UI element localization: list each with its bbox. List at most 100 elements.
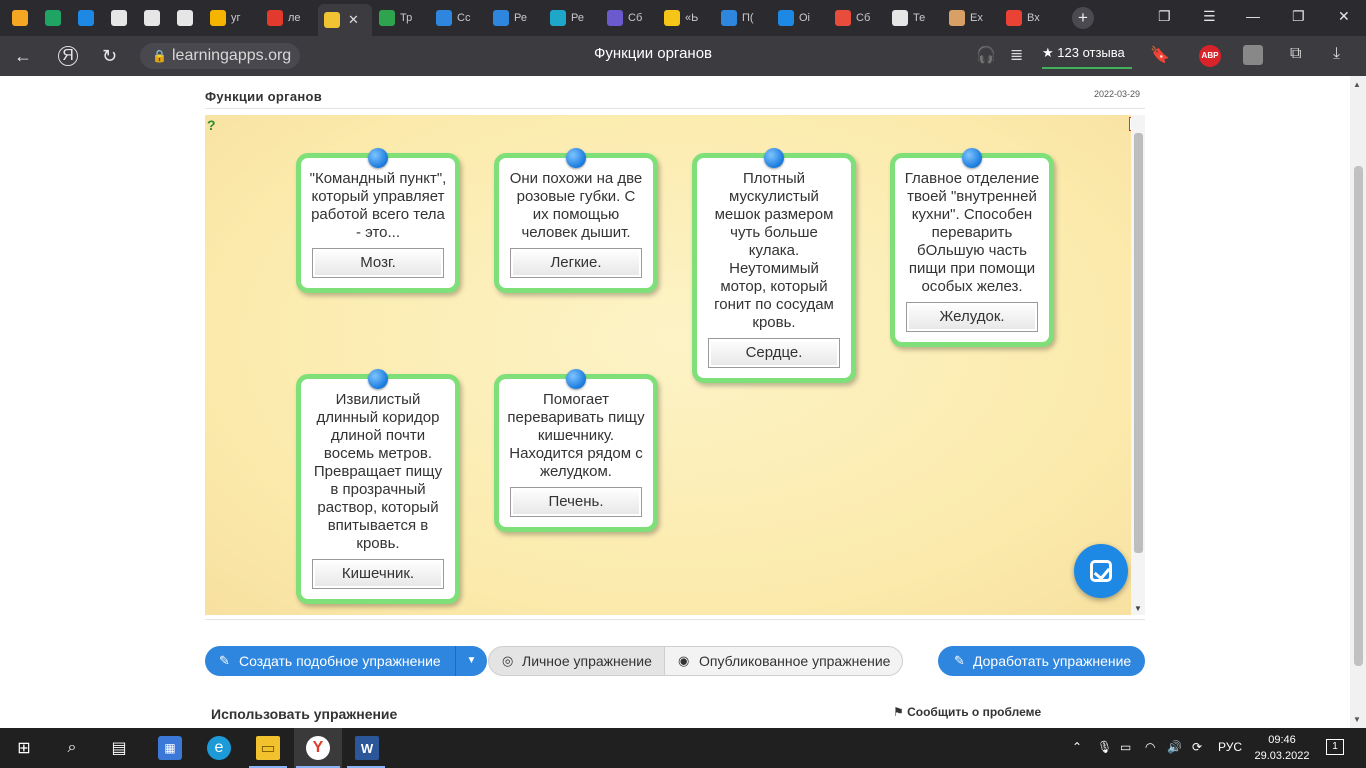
download-icon[interactable]: ⤓ xyxy=(1333,45,1341,62)
page-scrollbar[interactable]: ▲ ▼ xyxy=(1350,76,1366,728)
battery-icon[interactable]: ▭ xyxy=(1120,740,1132,754)
pencil-icon: ✎ xyxy=(954,653,965,668)
browser-tab[interactable]: Сб xyxy=(601,4,657,32)
scroll-down-icon[interactable]: ▼ xyxy=(1353,715,1361,724)
browser-tab[interactable]: Тр xyxy=(373,4,429,32)
reader-mode-icon[interactable]: ≣ xyxy=(1010,47,1024,64)
stage-scroll-thumb[interactable] xyxy=(1134,133,1143,553)
restore-icon[interactable]: ❐ xyxy=(1292,8,1305,24)
create-options-dropdown[interactable]: ▼ xyxy=(455,646,487,676)
file-explorer-icon[interactable]: ▭ xyxy=(256,736,280,760)
stage-scrollbar[interactable]: ▼ xyxy=(1131,115,1145,615)
task-card-heart: Плотный мускулистый мешок размером чуть … xyxy=(692,148,856,383)
check-icon xyxy=(1090,560,1112,582)
task-card-stomach: Главное отделение твоей "внутренней кухн… xyxy=(890,148,1054,347)
word-icon[interactable]: W xyxy=(355,736,379,760)
microphone-icon[interactable]: 🎙 xyxy=(1097,740,1113,754)
pin-icon xyxy=(368,148,388,168)
browser-tab[interactable]: ле xyxy=(261,4,317,32)
url-field[interactable]: 🔒 learningapps.org xyxy=(140,43,300,69)
answer-chip[interactable]: Легкие. xyxy=(510,248,642,278)
task-view-icon[interactable]: ▤ xyxy=(111,740,127,757)
browser-tab[interactable] xyxy=(72,4,104,32)
yandex-browser-icon[interactable]: Y xyxy=(306,736,330,760)
private-exercise-toggle[interactable]: ◎ Личное упражнение xyxy=(488,646,665,676)
task-card-liver: Помогает переваривать пищу кишечнику. На… xyxy=(494,369,658,532)
menu-icon[interactable]: ☰ xyxy=(1203,8,1216,24)
create-similar-button[interactable]: ✎ Создать подобное упражнение xyxy=(205,646,457,676)
report-problem-link[interactable]: ⚑ Сообщить о проблеме xyxy=(893,705,1041,719)
wifi-icon[interactable]: ◠ xyxy=(1145,740,1156,754)
reviews-badge[interactable]: ★ 123 отзыва xyxy=(1042,45,1132,69)
answer-chip[interactable]: Кишечник. xyxy=(312,559,444,589)
browser-tab[interactable]: Ex xyxy=(943,4,999,32)
browser-tab[interactable]: Ре xyxy=(544,4,600,32)
browser-tab[interactable] xyxy=(171,4,203,32)
answer-chip[interactable]: Печень. xyxy=(510,487,642,517)
tab-collections-icon[interactable]: ❐ xyxy=(1158,8,1171,24)
close-window-icon[interactable]: ✕ xyxy=(1338,8,1350,24)
page-scroll-thumb[interactable] xyxy=(1354,166,1363,666)
back-icon[interactable]: ← xyxy=(14,46,32,66)
yandex-home-icon[interactable]: Я xyxy=(58,46,78,66)
eye-slash-icon: ◎ xyxy=(502,653,514,668)
answer-chip[interactable]: Желудок. xyxy=(906,302,1038,332)
check-icon xyxy=(379,10,395,26)
published-exercise-toggle[interactable]: ◉ Опубликованное упражнение xyxy=(664,646,903,676)
answer-chip[interactable]: Сердце. xyxy=(708,338,840,368)
scroll-down-icon[interactable]: ▼ xyxy=(1134,604,1142,613)
google-drive-icon xyxy=(45,10,61,26)
volume-icon[interactable]: 🔊 xyxy=(1167,740,1182,754)
headphones-icon[interactable]: 🎧 xyxy=(976,47,996,64)
published-label: Опубликованное упражнение xyxy=(699,653,891,669)
search-icon[interactable]: ⌕ xyxy=(67,739,77,756)
store-icon[interactable]: ▦ xyxy=(158,736,182,760)
browser-tab[interactable] xyxy=(105,4,137,32)
browser-tab[interactable] xyxy=(6,4,38,32)
clock-time: 09:46 xyxy=(1268,734,1296,746)
windows-start-icon[interactable]: ⊞ xyxy=(17,740,31,757)
show-hidden-icons-icon[interactable]: ⌃ xyxy=(1072,740,1083,754)
language-indicator[interactable]: РУС xyxy=(1218,740,1243,754)
tab-title: ле xyxy=(288,12,301,24)
help-icon[interactable]: ? xyxy=(207,117,216,133)
improve-exercise-button[interactable]: ✎ Доработать упражнение xyxy=(938,646,1145,676)
browser-tab[interactable] xyxy=(138,4,170,32)
tab-active[interactable]: ✕ xyxy=(318,4,372,36)
tab-title: Те xyxy=(913,12,926,24)
browser-tab[interactable]: Сб xyxy=(829,4,885,32)
browser-tab[interactable]: Те xyxy=(886,4,942,32)
browser-tab[interactable]: Oi xyxy=(772,4,828,32)
browser-tab[interactable]: П( xyxy=(715,4,771,32)
clock-date: 29.03.2022 xyxy=(1254,750,1310,762)
tab-title: Сс xyxy=(457,12,471,24)
collections-icon[interactable]: ⧉ xyxy=(1290,45,1302,62)
browser-page-title: Функции органов xyxy=(593,45,713,62)
edge-icon[interactable]: e xyxy=(207,736,231,760)
tab-title: Ex xyxy=(970,12,983,24)
adblock-icon[interactable]: ABP xyxy=(1199,45,1221,67)
minimize-icon[interactable]: — xyxy=(1246,8,1260,24)
check-answers-button[interactable] xyxy=(1074,544,1128,598)
extension-icon[interactable] xyxy=(1243,45,1263,65)
exercise-date: 2022-03-29 xyxy=(1094,89,1141,99)
scroll-up-icon[interactable]: ▲ xyxy=(1353,80,1361,89)
document-icon xyxy=(111,10,127,26)
sync-icon[interactable]: ⟳ xyxy=(1192,740,1203,754)
tab-title: Ре xyxy=(571,12,584,24)
close-tab-icon[interactable]: ✕ xyxy=(348,12,359,27)
book-icon xyxy=(550,10,566,26)
notifications-icon[interactable]: 1 xyxy=(1326,739,1344,755)
browser-tab[interactable]: Вх xyxy=(1000,4,1056,32)
browser-tab[interactable]: «Ь xyxy=(658,4,714,32)
new-tab-button[interactable]: + xyxy=(1072,7,1094,29)
browser-tab[interactable]: Сс xyxy=(430,4,486,32)
reload-icon[interactable]: ↻ xyxy=(102,46,118,66)
browser-tab[interactable] xyxy=(39,4,71,32)
hand-icon xyxy=(12,10,28,26)
bookmark-icon[interactable]: 🔖 xyxy=(1150,47,1170,64)
clock[interactable]: 09:46 29.03.2022 xyxy=(1254,732,1310,764)
browser-tab[interactable]: Ре xyxy=(487,4,543,32)
browser-tab[interactable]: уг xyxy=(204,4,260,32)
answer-chip[interactable]: Мозг. xyxy=(312,248,444,278)
